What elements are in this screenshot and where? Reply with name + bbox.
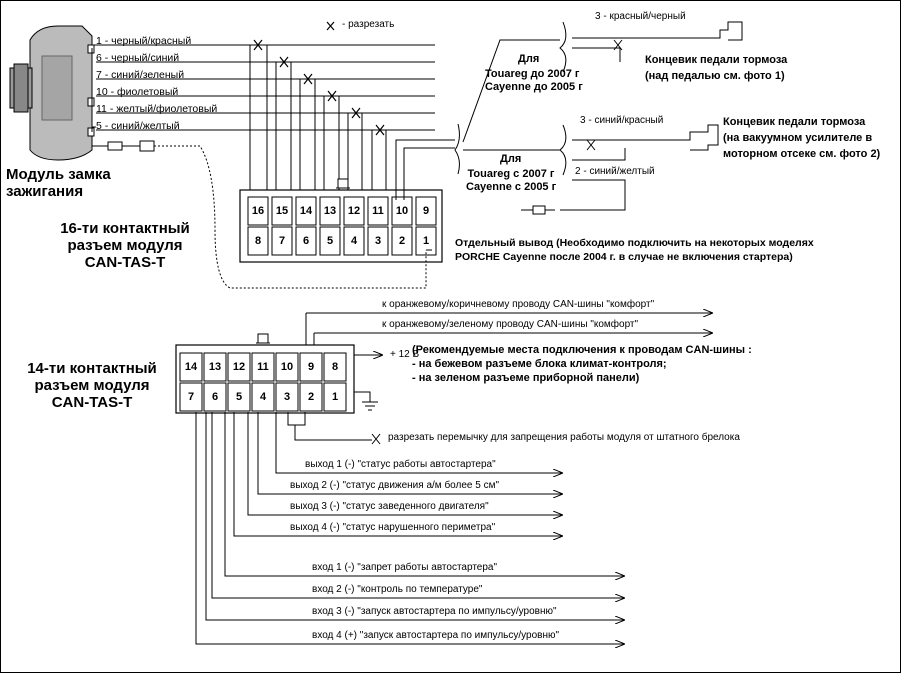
output-4-label: выход 4 (-) "статус нарушенного периметр… (290, 522, 496, 533)
input-1-label: вход 1 (-) "запрет работы автостартера" (312, 562, 498, 573)
pin16-9: 9 (422, 205, 430, 217)
brake-upper-wire: 3 - красный/черный (595, 11, 686, 22)
can-orange-green: к оранжевому/зеленому проводу CAN-шины "… (382, 319, 639, 330)
output-2-label: выход 2 (-) "статус движения а/м более 5… (290, 480, 500, 491)
wire-label-4: 10 - фиолетовый (96, 86, 179, 98)
pin14-11: 11 (257, 361, 269, 373)
pin16-16: 16 (251, 205, 265, 217)
pin14-10: 10 (280, 361, 294, 373)
pin16-6: 6 (302, 235, 310, 247)
input-3-label: вход 3 (-) "запуск автостартера по импул… (312, 606, 557, 617)
pin16-8: 8 (254, 235, 262, 247)
pin14-9: 9 (307, 361, 315, 373)
jumper-cut-note: разрезать перемычку для запрещения работ… (388, 432, 740, 443)
ignition-module-shape (9, 25, 95, 161)
wire-label-5: 11 - желтый/фиолетовый (96, 103, 218, 115)
pin14-6: 6 (211, 391, 219, 403)
wire-label-1: 1 - черный/красный (96, 35, 192, 47)
pin16-10: 10 (395, 205, 409, 217)
brake-lower-wire2: 2 - синий/желтый (575, 166, 655, 177)
pin14-5: 5 (235, 391, 243, 403)
brake-lower-models: Touareg с 2007 г Cayenne с 2005 г (466, 168, 557, 193)
pin16-12: 12 (347, 205, 361, 217)
brake-upper-title: Концевик педали тормоза (над педалью см.… (645, 54, 788, 82)
wire-label-2: 6 - черный/синий (96, 52, 180, 64)
brake-upper-for: Для (518, 53, 540, 65)
pin16-11: 11 (372, 205, 384, 217)
pin16-4: 4 (350, 235, 358, 247)
connector16-title: 16-ти контактный разъем модуля CAN-TAS-T (60, 220, 190, 271)
plus12v-label: + 12 В (390, 349, 420, 360)
pin14-14: 14 (184, 361, 198, 373)
output-3-label: выход 3 (-) "статус заведенного двигател… (290, 501, 489, 512)
pin16-15: 15 (275, 205, 289, 217)
brake-upper-models: Touareg до 2007 г Cayenne до 2005 г (485, 68, 583, 93)
brake-lower-for: Для (500, 153, 522, 165)
brake-lower-wire1: 3 - синий/красный (580, 115, 664, 126)
pin14-8: 8 (331, 361, 339, 373)
pin14-7: 7 (187, 391, 195, 403)
connector14-title: 14-ти контактный разъем модуля CAN-TAS-T (27, 360, 157, 411)
separate-output-note: Отдельный вывод (Необходимо подключить н… (455, 237, 814, 263)
pin14-1: 1 (331, 391, 339, 403)
input-2-label: вход 2 (-) "контроль по температуре" (312, 584, 483, 595)
pin16-14: 14 (299, 205, 313, 217)
wire-label-3: 7 - синий/зеленый (96, 69, 185, 81)
pin14-3: 3 (283, 391, 291, 403)
pin16-7: 7 (278, 235, 286, 247)
can-recommendation-note: (Рекомендуемые места подключения к прово… (412, 344, 752, 384)
pin14-13: 13 (208, 361, 222, 373)
pin14-2: 2 (307, 391, 315, 403)
input-4-label: вход 4 (+) "запуск автостартера по импул… (312, 630, 560, 641)
pin16-5: 5 (326, 235, 334, 247)
pin16-13: 13 (323, 205, 337, 217)
pin14-4: 4 (259, 391, 267, 403)
pin16-3: 3 (374, 235, 382, 247)
can-orange-brown: к оранжевому/коричневому проводу CAN-шин… (382, 299, 655, 310)
pin14-12: 12 (232, 361, 246, 373)
pin16-1: 1 (422, 235, 430, 247)
ignition-module-title: Модуль замка зажигания (6, 166, 111, 200)
wire-label-6: 5 - синий/желтый (96, 120, 180, 132)
cut-legend: - разрезать (342, 19, 395, 30)
brake-lower-title: Концевик педали тормоза (на вакуумном ус… (723, 116, 881, 160)
pin16-2: 2 (398, 235, 406, 247)
output-1-label: выход 1 (-) "статус работы автостартера" (305, 459, 496, 470)
